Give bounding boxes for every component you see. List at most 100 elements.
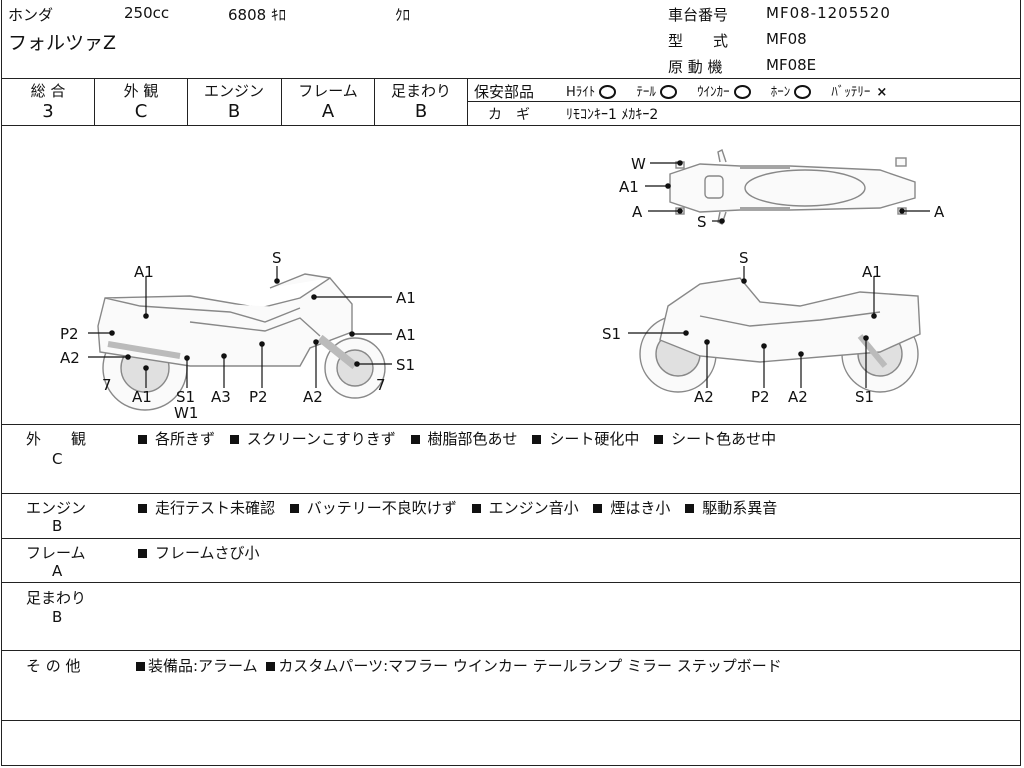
note-category: エンジン [26, 499, 87, 517]
safety-item-tail: ﾃｰﾙ [636, 85, 656, 100]
grade-label: フレーム [298, 82, 358, 100]
bullet-square-icon [471, 503, 481, 513]
notes-divider [1, 582, 1021, 583]
safety-divider [468, 101, 1021, 102]
grade-table-top [1, 78, 1021, 79]
safety-item-headlight: Hﾗｲﾄ [566, 85, 596, 100]
grade-label: エンジン [203, 82, 264, 100]
notes-divider [1, 650, 1021, 651]
diagram-label: A1 [132, 388, 152, 406]
note-item: 装備品:アラーム [148, 657, 258, 675]
note-grade: B [52, 608, 63, 626]
frame-no-label: 車台番号 [668, 6, 729, 24]
grade-table-bottom [1, 125, 1021, 126]
note-category: フレーム [26, 544, 86, 562]
grade-divider [467, 78, 468, 125]
diagram-label: A3 [211, 388, 231, 406]
note-item: シート色あせ中 [671, 430, 777, 448]
type-value: MF08 [766, 30, 807, 48]
diagram-label: P2 [249, 388, 268, 406]
bullet-square-icon [138, 503, 147, 513]
note-item: エンジン音小 [488, 499, 579, 517]
diagram-label: 7 [376, 376, 386, 394]
bullet-square-icon [138, 548, 147, 558]
note-grade: A [52, 562, 63, 580]
diagram-label: A1 [396, 289, 416, 307]
note-grade: C [52, 450, 63, 468]
diagram-label: A2 [60, 349, 80, 367]
diagram-label: S [739, 249, 749, 267]
grade-value: B [227, 101, 241, 122]
grade-label: 総 合 [30, 82, 66, 100]
grade-divider [374, 78, 375, 125]
note-item: シート硬化中 [549, 430, 640, 448]
maker: ホンダ [8, 6, 54, 24]
model-name: フォルツァZ [8, 32, 117, 54]
note-item: スクリーンこすりきず [246, 430, 396, 448]
diagram-label: S1 [602, 325, 621, 343]
diagram-label: P2 [751, 388, 770, 406]
bullet-square-icon [654, 434, 664, 444]
bullet-square-icon [266, 661, 276, 671]
note-items: 装備品:アラーム カスタムパーツ:マフラー ウインカー テールランプ ミラー ス… [136, 655, 792, 676]
diagram-label: A1 [396, 326, 416, 344]
scooter-right-view [639, 277, 921, 393]
grade-label: 足まわり [390, 82, 451, 100]
bullet-square-icon [593, 503, 603, 513]
diagram-label: A1 [862, 263, 882, 281]
ok-circle-icon [599, 84, 617, 99]
grade-divider [187, 78, 188, 125]
key-label: カ ギ [488, 107, 530, 123]
safety-items: Hﾗｲﾄ ﾃｰﾙ ｳｲﾝｶｰ ﾎｰﾝ ﾊﾞｯﾃﾘｰ× [566, 81, 887, 101]
engine-label: 原 動 機 [668, 58, 723, 76]
note-item: カスタムパーツ:マフラー ウインカー テールランプ ミラー ステップボード [278, 657, 782, 675]
diagram-label: 7 [102, 376, 112, 394]
safety-item-horn: ﾎｰﾝ [770, 85, 791, 100]
note-item: 樹脂部色あせ [427, 430, 518, 448]
diagram-label: A [632, 203, 643, 221]
ok-circle-icon [733, 84, 751, 99]
grade-value: C [134, 101, 148, 122]
bullet-square-icon [229, 434, 239, 444]
note-item: バッテリー不良吹けず [306, 499, 457, 517]
ok-circle-icon [659, 84, 677, 99]
notes-bottom [1, 720, 1021, 721]
engine-value: MF08E [766, 56, 817, 74]
ok-circle-icon [794, 84, 812, 99]
diagram-label: S [697, 213, 707, 231]
notes-top [1, 424, 1021, 425]
note-item: 煙はき小 [610, 499, 671, 517]
diagram-label: A2 [788, 388, 808, 406]
diagram-label: W [631, 155, 646, 173]
note-category: 外 観 [26, 430, 87, 448]
bullet-square-icon [136, 661, 145, 671]
diagram-label: A2 [303, 388, 323, 406]
damage-diagram: A1 P2 A2 7 A1 S1 W1 A3 P2 A2 S A1 A1 S1 … [60, 149, 945, 422]
grade-value: A [321, 101, 335, 122]
diagram-label: W1 [174, 404, 198, 422]
note-item: 各所きず [155, 430, 216, 448]
diagram-label: A [934, 203, 945, 221]
diagram-label: P2 [60, 325, 79, 343]
note-items: 走行テスト未確認 バッテリー不良吹けず エンジン音小 煙はき小 駆動系異音 [138, 497, 787, 518]
note-category: そ の 他 [26, 657, 81, 675]
grade-value: 3 [42, 101, 54, 122]
mileage: 6808 ｷﾛ [228, 6, 286, 24]
safety-item-winker: ｳｲﾝｶｰ [697, 85, 730, 100]
notes-divider [1, 493, 1021, 494]
bullet-square-icon [138, 434, 147, 444]
note-grade: B [52, 517, 63, 535]
note-item: 走行テスト未確認 [155, 499, 276, 517]
note-item: フレームさび小 [155, 544, 260, 562]
ng-cross-icon: × [876, 85, 888, 100]
safety-label: 保安部品 [474, 83, 535, 101]
diagram-label: S1 [176, 388, 195, 406]
note-category: 足まわり [26, 589, 87, 607]
diagram-label: S [272, 249, 282, 267]
type-label: 型 式 [668, 32, 729, 50]
bullet-square-icon [685, 503, 695, 513]
key-value: ﾘﾓｺﾝｷｰ1 ﾒｶｷｰ2 [566, 107, 659, 123]
bullet-square-icon [410, 434, 420, 444]
diagram-label: A1 [134, 263, 154, 281]
